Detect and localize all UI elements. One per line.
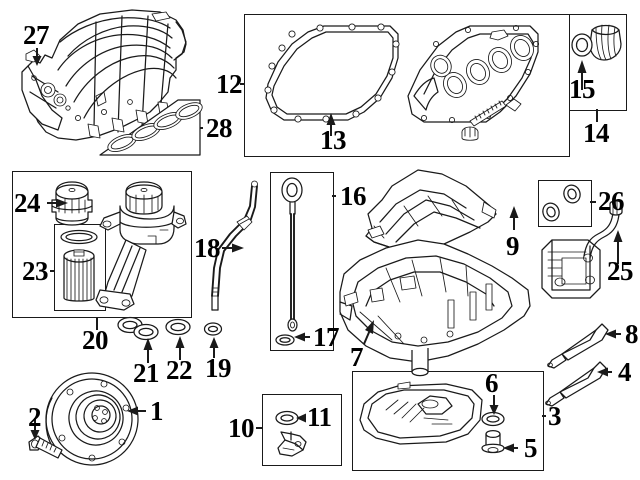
callout-5: 5 (524, 433, 538, 463)
part-oil-filter-cap (51, 181, 93, 226)
part-housing-o-ring (165, 318, 191, 336)
callout-25: 25 (607, 256, 634, 286)
box-dipstick-kit (270, 172, 334, 351)
part-oil-filter-housing (95, 181, 187, 311)
callout-7: 7 (350, 342, 364, 372)
callout-11: 11 (307, 402, 332, 432)
callout-4: 4 (618, 357, 632, 387)
gasket-ports (107, 102, 203, 153)
part-valve-cover-bolt (469, 98, 522, 127)
part-crankshaft-pulley (45, 372, 139, 466)
part-upper-oil-pan (339, 239, 531, 377)
callout-16: 16 (340, 181, 367, 211)
callout-22: 22 (166, 355, 193, 385)
box-oil-spray-jet-kit (262, 394, 342, 466)
callout-6: 6 (485, 368, 499, 398)
part-intake-gasket-set (99, 99, 203, 156)
callout-8: 8 (625, 319, 639, 349)
callout-26: 26 (598, 186, 625, 216)
part-oil-filler-cap (589, 24, 622, 61)
callout-24: 24 (14, 188, 41, 218)
part-oil-drain-plug (481, 429, 505, 454)
box-lower-oil-pan-kit (352, 371, 544, 471)
box-oil-filter-housing-kit (12, 171, 192, 318)
callout-13: 13 (320, 125, 347, 155)
part-guide-tube-o-ring (203, 322, 223, 336)
part-sealant-tube-upper (547, 323, 609, 369)
callout-28: 28 (206, 113, 233, 143)
callout-1: 1 (150, 396, 164, 426)
callout-2: 2 (28, 402, 42, 432)
part-lower-oil-pan (359, 381, 483, 445)
leader-lines (30, 48, 623, 453)
part-spray-jet-o-ring (275, 410, 299, 426)
part-valve-cover (407, 24, 540, 124)
box-oil-cooler-seal-kit (538, 180, 592, 227)
callout-20: 20 (82, 325, 109, 355)
part-engine-oil-cooler (541, 200, 623, 299)
part-intake-manifold (21, 9, 187, 141)
callout-9: 9 (506, 231, 520, 261)
callout-21: 21 (133, 358, 160, 388)
callout-18: 18 (194, 233, 221, 263)
part-dipstick (281, 177, 303, 332)
callout-23: 23 (22, 256, 49, 286)
part-valve-cover-grommet (461, 126, 479, 141)
part-dipstick-seal (275, 334, 295, 346)
part-pulley-bolt (28, 435, 63, 459)
part-dipstick-guide-tube (211, 180, 258, 311)
callout-10: 10 (228, 413, 255, 443)
callout-12: 12 (216, 69, 243, 99)
part-oil-spray-jet (277, 431, 307, 457)
callout-27: 27 (23, 20, 50, 50)
callout-14: 14 (583, 118, 610, 148)
callout-19: 19 (205, 353, 232, 383)
callout-15: 15 (569, 74, 596, 104)
callout-17: 17 (313, 322, 340, 352)
part-drain-plug-gasket (481, 411, 505, 427)
part-oil-baffle (365, 169, 497, 251)
part-sealant-tube-lower (545, 361, 607, 407)
part-oil-filler-cap-seal (571, 33, 593, 57)
callout-3: 3 (548, 401, 562, 431)
valve-cover-ports (430, 35, 534, 98)
part-oil-filter-element (60, 229, 98, 302)
part-valve-cover-gasket (264, 23, 400, 123)
part-housing-seal-kit (117, 316, 159, 341)
part-oil-cooler-seals (542, 184, 581, 222)
